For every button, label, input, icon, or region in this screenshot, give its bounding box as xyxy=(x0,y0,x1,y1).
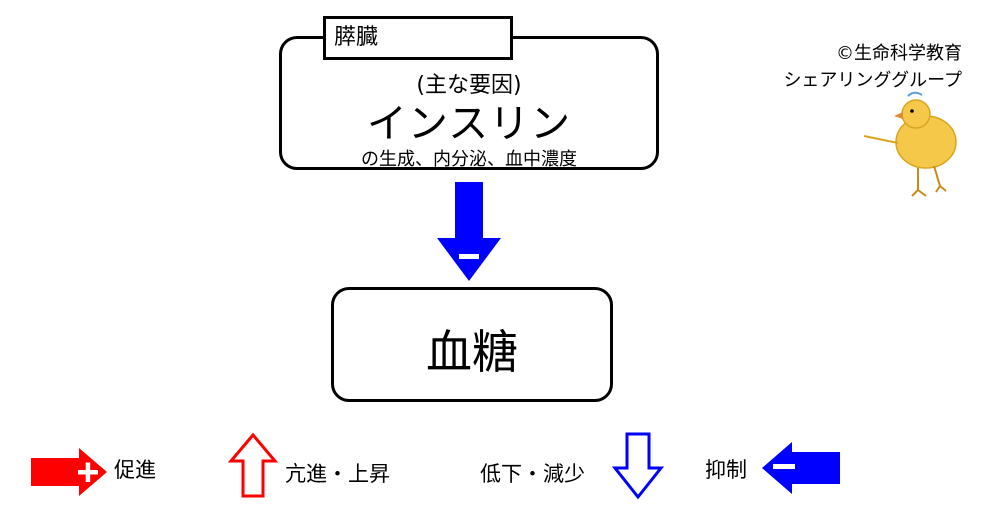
legend-increase-label: 亢進・上昇 xyxy=(285,462,390,486)
copyright: ©生命科学教育 シェアリンググループ xyxy=(740,40,962,94)
legend-decrease-label: 低下・減少 xyxy=(480,462,585,486)
decrease-arrow-icon xyxy=(611,432,665,500)
factor-description: の生成、内分泌、血中濃度 xyxy=(361,149,577,170)
organ-tag: 膵臓 xyxy=(323,16,513,60)
copyright-line-1: ©生命科学教育 xyxy=(836,43,962,64)
factor-name: インスリン xyxy=(366,101,572,147)
promote-arrow-icon xyxy=(31,448,107,496)
legend-promote-label: 促進 xyxy=(114,458,156,482)
inhibition-arrow-icon xyxy=(437,182,501,281)
factor-label: (主な要因) xyxy=(416,73,522,98)
inhibit-arrow-icon xyxy=(762,442,840,494)
target-box: 血糖 xyxy=(331,287,613,402)
target-name: 血糖 xyxy=(426,325,518,379)
legend-inhibit-label: 抑制 xyxy=(705,458,747,482)
copyright-line-2: シェアリンググループ xyxy=(783,70,962,91)
increase-arrow-icon xyxy=(227,432,279,498)
chick-mascot-icon xyxy=(863,91,957,197)
